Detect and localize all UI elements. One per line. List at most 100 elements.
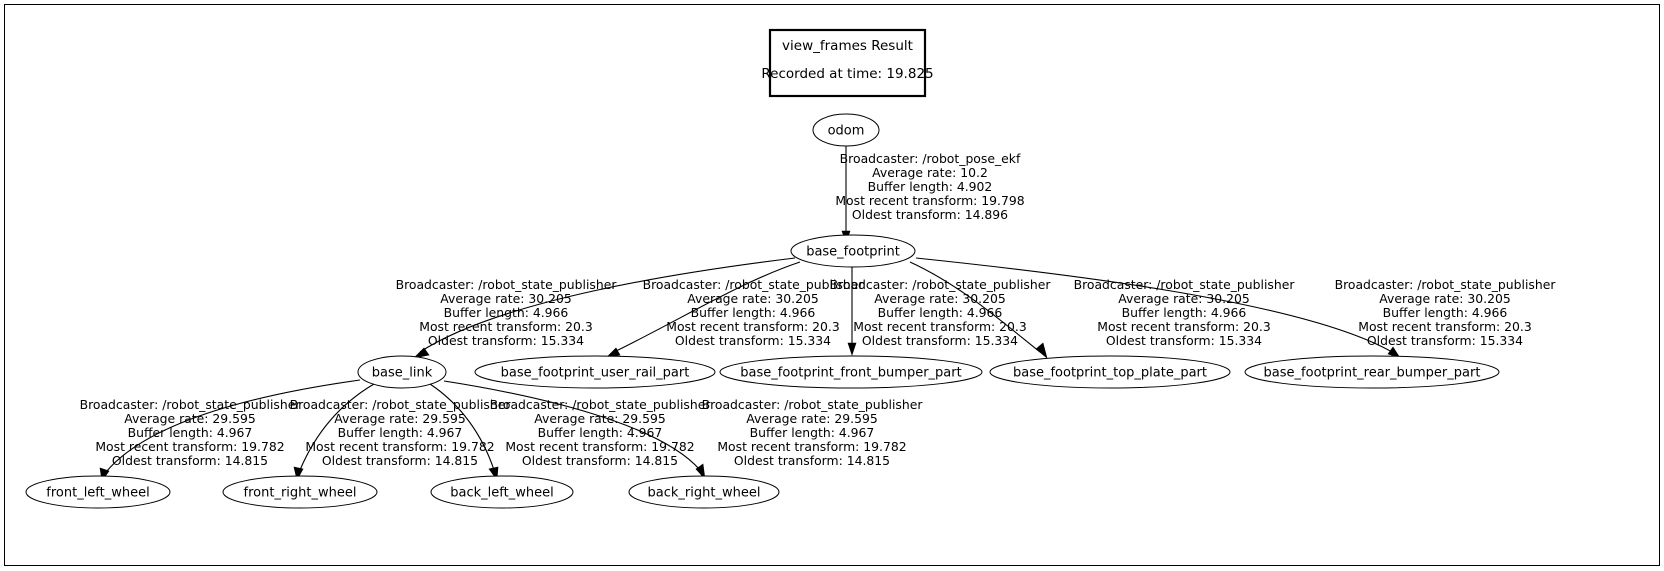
edge-label-line: Oldest transform: 15.334 xyxy=(675,333,831,348)
node-front_right_wheel[interactable]: front_right_wheel xyxy=(222,475,378,509)
edge-label-line: Broadcaster: /robot_state_publisher xyxy=(702,397,924,412)
node-label: back_left_wheel xyxy=(450,486,553,501)
edge-line xyxy=(299,383,375,471)
edge-label-line: Average rate: 30.205 xyxy=(874,291,1005,306)
edge-label-line: Average rate: 29.595 xyxy=(334,411,465,426)
node-shape[interactable] xyxy=(222,475,378,509)
edge-line xyxy=(419,257,796,353)
edge-line xyxy=(429,383,495,471)
edge-line xyxy=(105,379,361,473)
edge-label-line: Oldest transform: 14.815 xyxy=(734,453,890,468)
edge-line xyxy=(909,261,1041,353)
node-odom[interactable]: odom xyxy=(812,113,880,147)
edge-label-line: Broadcaster: /robot_state_publisher xyxy=(643,277,865,292)
edge-label-line: Buffer length: 4.966 xyxy=(1122,305,1247,320)
nodes-layer: odom base_footprint base_link base_footprin… xyxy=(25,113,1500,509)
node-label: base_footprint xyxy=(806,245,900,260)
node-base_footprint_rear_bumper_part[interactable]: base_footprint_rear_bumper_part xyxy=(1244,355,1500,389)
node-front_left_wheel[interactable]: front_left_wheel xyxy=(25,475,171,509)
edge-label-line: Average rate: 29.595 xyxy=(746,411,877,426)
node-label: base_footprint_top_plate_part xyxy=(1013,366,1207,381)
edge-label-line: Broadcaster: /robot_state_publisher xyxy=(1335,277,1557,292)
node-shape[interactable] xyxy=(1244,355,1500,389)
edge-label-line: Oldest transform: 15.334 xyxy=(1106,333,1262,348)
node-back_left_wheel[interactable]: back_left_wheel xyxy=(430,475,574,509)
edge-label-line: Average rate: 10.2 xyxy=(872,165,988,180)
node-label: base_footprint_rear_bumper_part xyxy=(1264,366,1481,381)
edge-label-line: Average rate: 29.595 xyxy=(124,411,255,426)
node-shape[interactable] xyxy=(989,355,1231,389)
result-box-frame xyxy=(768,28,927,98)
edge-label-line: Average rate: 30.205 xyxy=(440,291,571,306)
edge-label-line: Oldest transform: 15.334 xyxy=(1367,333,1523,348)
edge-line xyxy=(611,261,801,354)
edge-label-line: Buffer length: 4.902 xyxy=(868,179,993,194)
node-shape[interactable] xyxy=(357,355,447,389)
edge-label-line: Oldest transform: 14.815 xyxy=(322,453,478,468)
node-shape[interactable] xyxy=(474,355,716,389)
edge-label-line: Broadcaster: /robot_state_publisher xyxy=(290,397,512,412)
edge-label-line: Average rate: 30.205 xyxy=(1379,291,1510,306)
node-base_link[interactable]: base_link xyxy=(357,355,447,389)
node-label: front_left_wheel xyxy=(46,486,149,501)
edge-label-line: Buffer length: 4.966 xyxy=(691,305,816,320)
node-shape[interactable] xyxy=(790,234,916,268)
edge-label-line: Most recent transform: 20.3 xyxy=(853,319,1027,334)
node-base_footprint_front_bumper_part[interactable]: base_footprint_front_bumper_part xyxy=(719,355,983,389)
edge-label-line: Buffer length: 4.966 xyxy=(444,305,569,320)
node-shape[interactable] xyxy=(719,355,983,389)
edge-arrowhead-icon xyxy=(413,347,430,359)
node-shape[interactable] xyxy=(25,475,171,509)
edge-line xyxy=(915,257,1393,353)
node-base_footprint[interactable]: base_footprint xyxy=(790,234,916,268)
node-back_right_wheel[interactable]: back_right_wheel xyxy=(628,475,780,509)
node-shape[interactable] xyxy=(430,475,574,509)
node-label: back_right_wheel xyxy=(648,486,761,501)
node-base_footprint_user_rail_part[interactable]: base_footprint_user_rail_part xyxy=(474,355,716,389)
node-shape[interactable] xyxy=(812,113,880,147)
edge-label-line: Most recent transform: 19.798 xyxy=(835,193,1024,208)
recorded-at-time: Recorded at time: 19.825 xyxy=(761,66,933,82)
edge-label-line: Broadcaster: /robot_pose_ekf xyxy=(840,151,1021,166)
edge-label-line: Most recent transform: 20.3 xyxy=(1097,319,1271,334)
edge-label-line: Oldest transform: 14.815 xyxy=(522,453,678,468)
edge-label-line: Broadcaster: /robot_state_publisher xyxy=(1074,277,1296,292)
edge-label-line: Broadcaster: /robot_state_publisher xyxy=(396,277,618,292)
edge-label-line: Average rate: 30.205 xyxy=(687,291,818,306)
node-shape[interactable] xyxy=(628,475,780,509)
edge-arrowhead-icon xyxy=(695,463,706,480)
result-heading: view_frames Result xyxy=(782,38,913,54)
edge-label-line: Buffer length: 4.967 xyxy=(338,425,463,440)
node-label: base_link xyxy=(372,366,433,381)
edge-label-line: Most recent transform: 20.3 xyxy=(1358,319,1532,334)
edge-label-line: Buffer length: 4.967 xyxy=(750,425,875,440)
node-label: odom xyxy=(828,124,865,139)
node-base_footprint_top_plate_part[interactable]: base_footprint_top_plate_part xyxy=(989,355,1231,389)
edge-line xyxy=(443,380,701,471)
edge-arrowhead-icon xyxy=(1035,342,1048,359)
edge-label-line: Buffer length: 4.966 xyxy=(878,305,1003,320)
node-label: front_right_wheel xyxy=(244,486,357,501)
node-label: base_footprint_user_rail_part xyxy=(501,366,690,381)
edge-arrowhead-icon xyxy=(847,342,857,356)
edge-label-line: Oldest transform: 14.815 xyxy=(112,453,268,468)
edge-label-line: Buffer length: 4.967 xyxy=(128,425,253,440)
